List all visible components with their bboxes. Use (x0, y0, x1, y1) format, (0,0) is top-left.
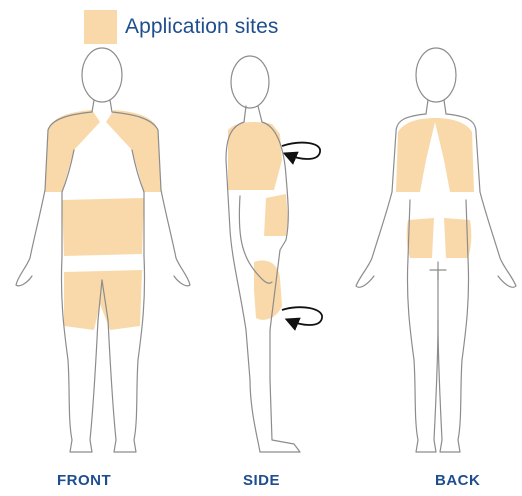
back-shoulder-sites (396, 118, 474, 192)
side-lower-rotation-arrow (282, 307, 322, 325)
back-lower-sites (407, 218, 472, 258)
side-view-label: SIDE (243, 472, 280, 489)
side-upper-rotation-arrow (282, 143, 320, 159)
front-figure (16, 48, 190, 452)
front-thighs-site (64, 270, 142, 330)
side-body-outline (226, 56, 300, 452)
back-body-outline (356, 48, 516, 452)
side-shoulder-site (228, 122, 282, 190)
front-shoulder-sites (45, 110, 161, 192)
back-figure (356, 48, 516, 452)
side-waist-site (264, 194, 288, 236)
front-abdomen-site (62, 198, 144, 256)
front-view-label: FRONT (57, 472, 111, 489)
side-figure (226, 56, 322, 452)
back-view-label: BACK (435, 472, 480, 489)
